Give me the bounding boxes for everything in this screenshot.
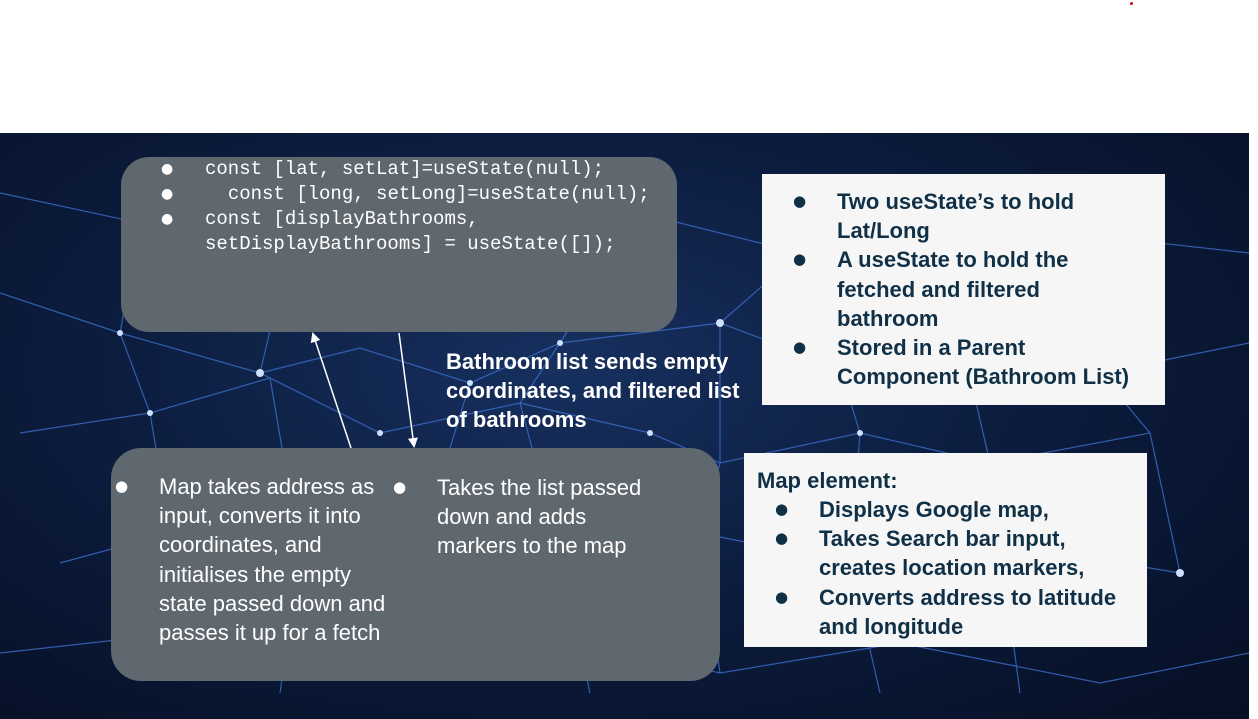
state-notes-list: ● Two useState’s to hold Lat/Long ● A useS… [793,187,1143,391]
note-text: Stored in a Parent Component (Bathroom L… [837,335,1130,390]
red-dot-mark [1130,2,1133,5]
note-item: ● A useState to hold the fetched and filt… [793,245,1143,333]
state-notes-box: ● Two useState’s to hold Lat/Long ● A useS… [762,174,1165,405]
bullet-icon: ● [775,500,789,518]
map-markers-item: ● Takes the list passed down and adds ma… [393,473,667,561]
state-code-box: ● const [lat, setLat]=useState(null); ● c… [121,157,677,332]
map-input-text: Map takes address as input, converts it … [159,474,386,646]
code-line-text: const [long, setLong]=useState(null); [205,183,650,205]
code-line-text: const [displayBathrooms, setDisplayBathr… [205,208,616,255]
code-line-text: const [lat, setLat]=useState(null); [205,158,605,180]
note-item: ● Two useState’s to hold Lat/Long [793,187,1143,245]
map-element-text: Takes Search bar input, creates location… [819,526,1085,581]
state-code-list: ● const [lat, setLat]=useState(null); ● c… [159,157,659,257]
bullet-icon: ● [775,529,789,548]
code-line: ● const [lat, setLat]=useState(null); [159,157,659,182]
flow-caption: Bathroom list sends empty coordinates, a… [446,349,740,433]
map-element-item: ● Takes Search bar input, creates locatio… [775,524,1135,582]
bullet-icon: ● [161,161,174,177]
note-text: Two useState’s to hold Lat/Long [837,189,1075,244]
bullet-icon: ● [775,587,789,606]
note-item: ● Stored in a Parent Component (Bathroom … [793,333,1143,391]
code-line: ● const [displayBathrooms, setDisplayBath… [159,207,659,257]
bullet-icon: ● [793,250,807,269]
bullet-icon: ● [793,192,807,210]
code-line: ● const [long, setLong]=useState(null); [159,182,659,207]
bullet-icon: ● [161,211,174,227]
bullet-icon: ● [161,186,174,202]
bullet-icon: ● [793,338,807,357]
map-element-item: ● Converts address to latitude and longit… [775,583,1135,641]
map-component-box: ● Map takes address as input, converts i… [111,448,720,681]
map-element-title: Map element: [757,468,898,493]
map-element-text: Converts address to latitude and longitu… [819,584,1117,639]
map-element-box: Map element: ● Displays Google map, ● Take… [744,453,1147,647]
map-element-item: ● Displays Google map, [775,495,1135,524]
map-input-item: ● Map takes address as input, converts i… [115,472,391,647]
bullet-icon: ● [393,478,407,496]
map-element-text: Displays Google map, [819,497,1049,522]
map-markers-text: Takes the list passed down and adds mark… [437,475,642,559]
note-text: A useState to hold the fetched and filte… [837,247,1069,331]
map-element-list: ● Displays Google map, ● Takes Search bar … [775,495,1135,641]
bullet-icon: ● [115,477,129,495]
